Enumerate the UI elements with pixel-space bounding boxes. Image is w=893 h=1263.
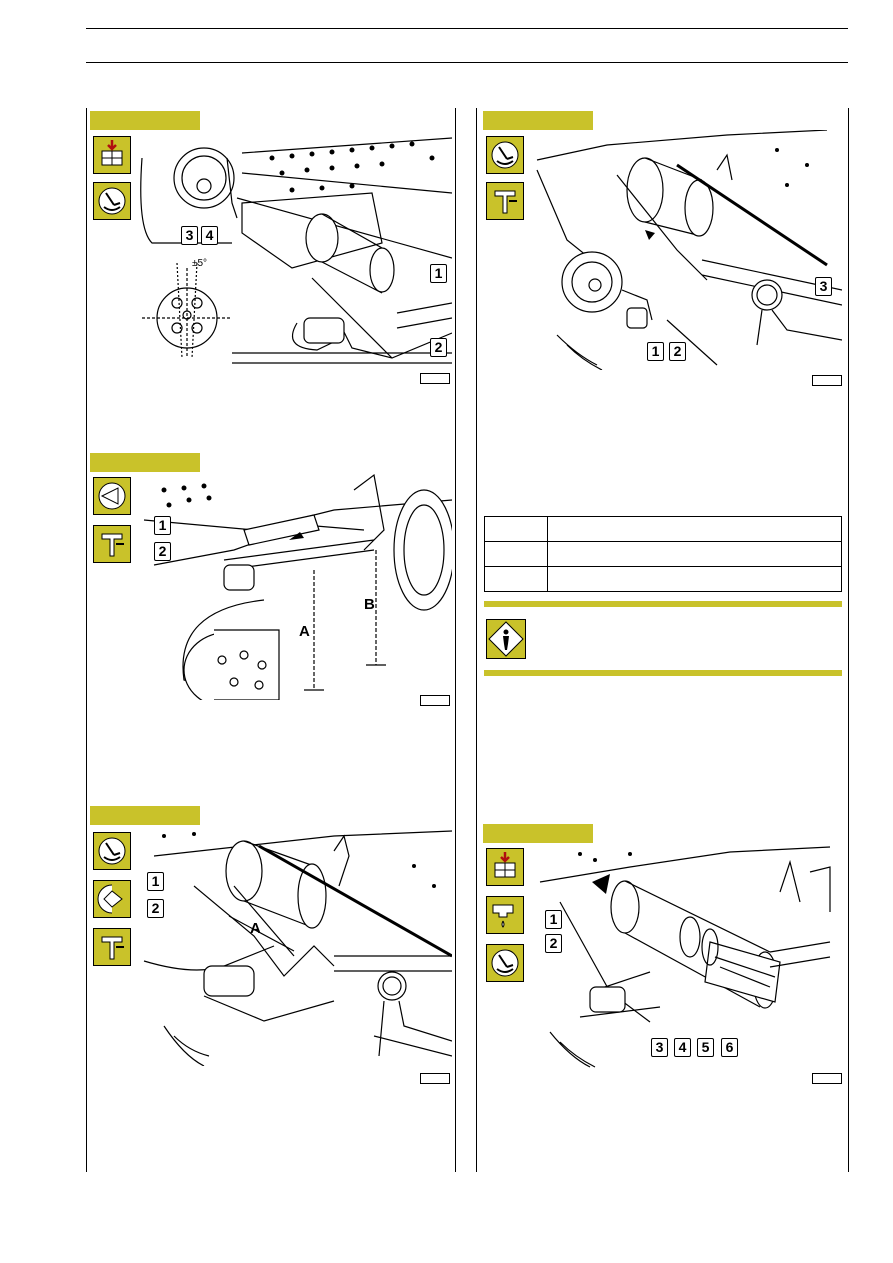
torque-icon [93, 880, 131, 918]
warning-band-top [484, 601, 842, 607]
callout-1: 1 [154, 516, 171, 535]
caliper-icon [486, 182, 524, 220]
figure-tab [90, 806, 200, 825]
right-column-left-rule [476, 108, 477, 1172]
table-cell [547, 516, 842, 542]
spec-table [484, 516, 842, 592]
callout-1: 1 [647, 342, 664, 361]
wrench-on-box-icon [93, 136, 131, 174]
dimension-A: A [250, 920, 261, 937]
dimension-A: A [299, 623, 310, 640]
axle-illustration: ±5° [140, 137, 452, 364]
header-rule-top [86, 28, 848, 29]
header-rule-bottom [86, 62, 848, 63]
figure-number-box [420, 695, 450, 706]
wrench-on-box-icon [486, 848, 524, 886]
figure-number-box [420, 1073, 450, 1084]
table-row [484, 566, 842, 592]
figure-number-box [812, 375, 842, 386]
right-column-right-rule [848, 108, 849, 1172]
angle-annotation: ±5° [192, 258, 207, 269]
callout-3: 3 [181, 226, 198, 245]
callout-2: 2 [154, 542, 171, 561]
table-row [484, 541, 842, 567]
axle-height-illustration [143, 473, 452, 700]
left-column-left-rule [86, 108, 87, 1172]
table-cell [547, 541, 842, 567]
callout-4: 4 [201, 226, 218, 245]
callout-3: 3 [651, 1038, 668, 1057]
table-row [484, 516, 842, 542]
measure-icon [93, 477, 131, 515]
warning-person-icon [486, 619, 526, 659]
callout-5: 5 [697, 1038, 714, 1057]
pressure-test-illustration [536, 130, 842, 370]
table-cell [547, 566, 842, 592]
adjust-wrench-icon [486, 944, 524, 982]
figure-tab [90, 453, 200, 472]
warning-band-bottom [484, 670, 842, 676]
dimension-check-illustration [143, 830, 452, 1066]
callout-2: 2 [545, 934, 562, 953]
callout-1: 1 [545, 910, 562, 929]
table-cell [484, 516, 548, 542]
callout-4: 4 [674, 1038, 691, 1057]
grease-icon [486, 896, 524, 934]
callout-3: 3 [815, 277, 832, 296]
figure-tab [483, 824, 593, 843]
figure-number-box [420, 373, 450, 384]
callout-2: 2 [147, 899, 164, 918]
callout-2: 2 [430, 338, 447, 357]
figure-tab [90, 111, 200, 130]
figure-tab [483, 111, 593, 130]
callout-1: 1 [147, 872, 164, 891]
bushing-install-illustration [539, 846, 831, 1068]
table-cell [484, 566, 548, 592]
adjust-wrench-icon [93, 832, 131, 870]
callout-6: 6 [721, 1038, 738, 1057]
callout-1: 1 [430, 264, 447, 283]
dimension-B: B [364, 596, 375, 613]
left-column-right-rule [455, 108, 456, 1172]
table-cell [484, 541, 548, 567]
adjust-wrench-icon [486, 136, 524, 174]
adjust-wrench-icon [93, 182, 131, 220]
callout-2: 2 [669, 342, 686, 361]
figure-number-box [812, 1073, 842, 1084]
caliper-icon [93, 928, 131, 966]
caliper-icon [93, 525, 131, 563]
